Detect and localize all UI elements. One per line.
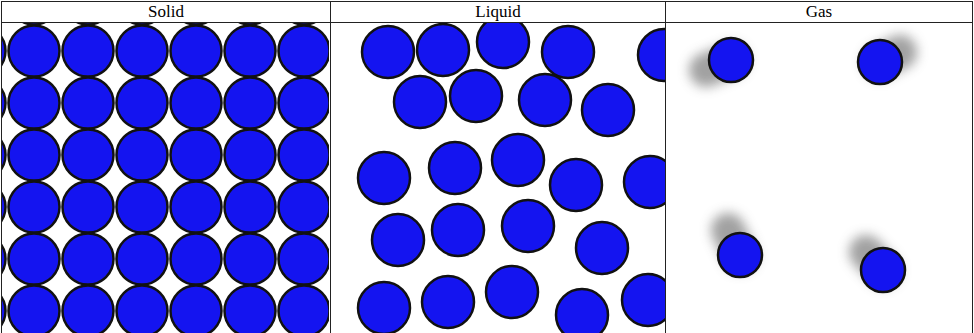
column-header: Liquid	[331, 1, 665, 22]
column-header: Gas	[666, 1, 972, 22]
solid-particles	[2, 23, 329, 333]
column-header: Solid	[2, 1, 330, 22]
gas-particles	[709, 38, 905, 292]
liquid-particles	[358, 23, 665, 333]
